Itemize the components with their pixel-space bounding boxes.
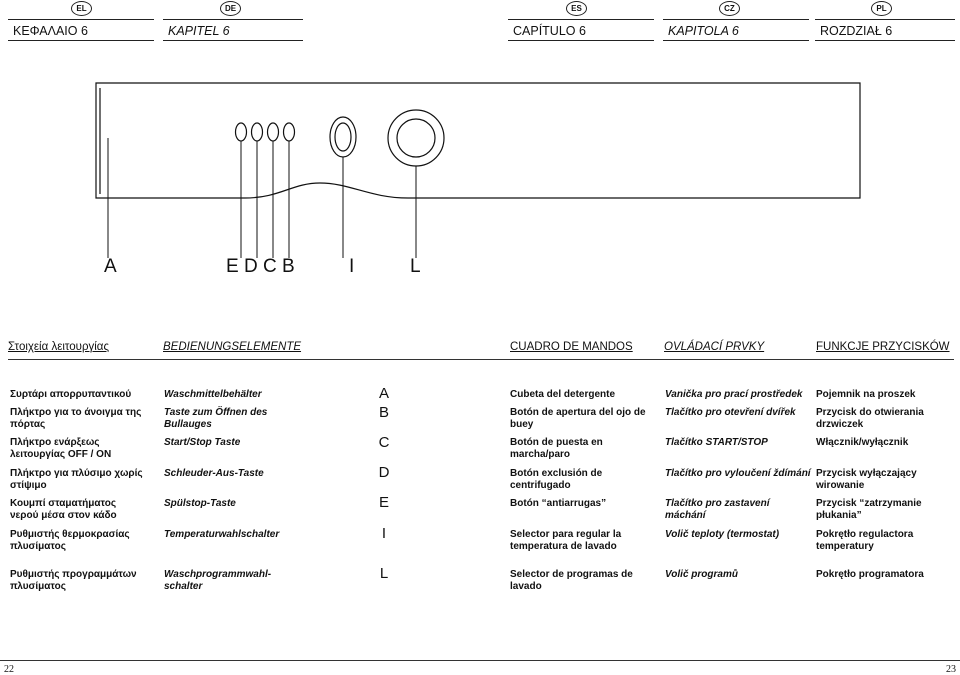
row-e-el: Κουμπί σταματήματος νερού μέσα στον κάδο <box>10 498 117 521</box>
row-i-el: Ρυθμιστής θερμοκρασίας πλυσίματος <box>10 529 130 552</box>
row-i-de: Temperaturwahlschalter <box>164 529 280 540</box>
flag-el: EL <box>71 1 92 16</box>
section-title-de: BEDIENUNGSELEMENTE <box>163 341 302 353</box>
diagram-label-i: I <box>349 256 355 277</box>
section-title-el: Στοιχεία λειτουργίας <box>8 341 109 353</box>
temperature-knob <box>329 116 357 158</box>
row-b-cz: Tlačítko pro otevření dvířek <box>665 407 796 418</box>
row-c-de: Start/Stop Taste <box>164 437 241 448</box>
chapter-el: ΚΕΦΑΛΑΙΟ 6 <box>8 19 154 41</box>
flag-es: ES <box>566 1 587 16</box>
row-e-letter: E <box>378 494 389 511</box>
row-d-el: Πλήκτρο για πλύσιμο χωρίς στίψιμο <box>10 468 143 491</box>
panel-buttons <box>234 122 296 142</box>
footer-rule <box>0 660 960 661</box>
row-l-cz: Volič programů <box>665 569 738 580</box>
flag-de: DE <box>220 1 241 16</box>
row-e-cz: Tlačítko pro zastavení máchání <box>665 498 770 521</box>
row-c-el: Πλήκτρο ενάρξεως λειτουργίας OFF / ON <box>10 437 112 460</box>
section-title-cz: OVLÁDACÍ PRVKY <box>664 341 765 353</box>
row-l-el: Ρυθμιστής προγραμμάτων πλυσίματος <box>10 569 137 592</box>
leader-lines <box>107 138 417 258</box>
row-c-es: Botón de puesta en marcha/paro <box>510 437 603 460</box>
row-l-de: Waschprogrammwahl-schalter <box>164 569 272 592</box>
row-a-letter: A <box>378 385 389 402</box>
row-d-de: Schleuder-Aus-Taste <box>164 468 264 479</box>
row-d-es: Botón exclusión de centrifugado <box>510 468 603 491</box>
row-b-es: Botón de apertura del ojo de buey <box>510 407 646 430</box>
row-a-el: Συρτάρι απορρυπαντικού <box>10 389 132 400</box>
chapter-de: KAPITEL 6 <box>163 19 303 41</box>
row-b-el: Πλήκτρο για το άνοιγμα της πόρτας <box>10 407 142 430</box>
row-e-es: Botón “antiarrugas” <box>510 498 607 509</box>
row-i-es: Selector para regular la temperatura de … <box>510 529 622 552</box>
page-number-left: 22 <box>4 664 14 675</box>
row-l-pl: Pokrętło programatora <box>816 569 924 580</box>
row-b-de: Taste zum Öffnen des Bullauges <box>164 407 268 430</box>
row-e-pl: Przycisk “zatrzymanie płukania” <box>816 498 922 521</box>
row-d-letter: D <box>378 464 390 481</box>
row-c-cz: Tlačítko START/STOP <box>665 437 768 448</box>
chapter-cz: KAPITOLA 6 <box>663 19 809 41</box>
chapter-es: CAPÍTULO 6 <box>508 19 654 41</box>
row-d-pl: Przycisk wyłączający wirowanie <box>816 468 917 491</box>
row-c-letter: C <box>378 434 390 451</box>
row-i-cz: Volič teploty (termostat) <box>665 529 780 540</box>
row-c-pl: Włącznik/wyłącznik <box>816 437 909 448</box>
diagram-label-edcb: E D C B <box>226 256 295 277</box>
row-d-cz: Tlačítko pro vyloučení ždímání <box>665 468 811 479</box>
row-l-letter: L <box>379 565 389 582</box>
row-a-es: Cubeta del detergente <box>510 389 616 400</box>
diagram-label-l: L <box>410 256 421 277</box>
section-title-es: CUADRO DE MANDOS <box>510 341 633 353</box>
row-i-pl: Pokrętło regulactora temperatury <box>816 529 914 552</box>
row-b-pl: Przycisk do otwierania drzwiczek <box>816 407 924 430</box>
program-knob <box>387 109 445 167</box>
row-a-cz: Vanička pro prací prostředek <box>665 389 803 400</box>
chapter-pl: ROZDZIAŁ 6 <box>815 19 955 41</box>
page-number-right: 23 <box>946 664 956 675</box>
flag-pl: PL <box>871 1 892 16</box>
row-l-es: Selector de programas de lavado <box>510 569 633 592</box>
section-title-pl: FUNKCJE PRZYCISKÓW <box>816 341 950 353</box>
panel-body <box>95 82 861 199</box>
row-i-letter: I <box>381 525 387 542</box>
row-a-pl: Pojemnik na proszek <box>816 389 916 400</box>
row-a-de: Waschmittelbehälter <box>164 389 262 400</box>
row-b-letter: B <box>378 404 389 421</box>
control-panel-diagram <box>95 82 861 258</box>
flag-cz: CZ <box>719 1 740 16</box>
diagram-label-a: A <box>104 256 117 277</box>
section-divider <box>8 359 954 360</box>
row-e-de: Spülstop-Taste <box>164 498 236 509</box>
